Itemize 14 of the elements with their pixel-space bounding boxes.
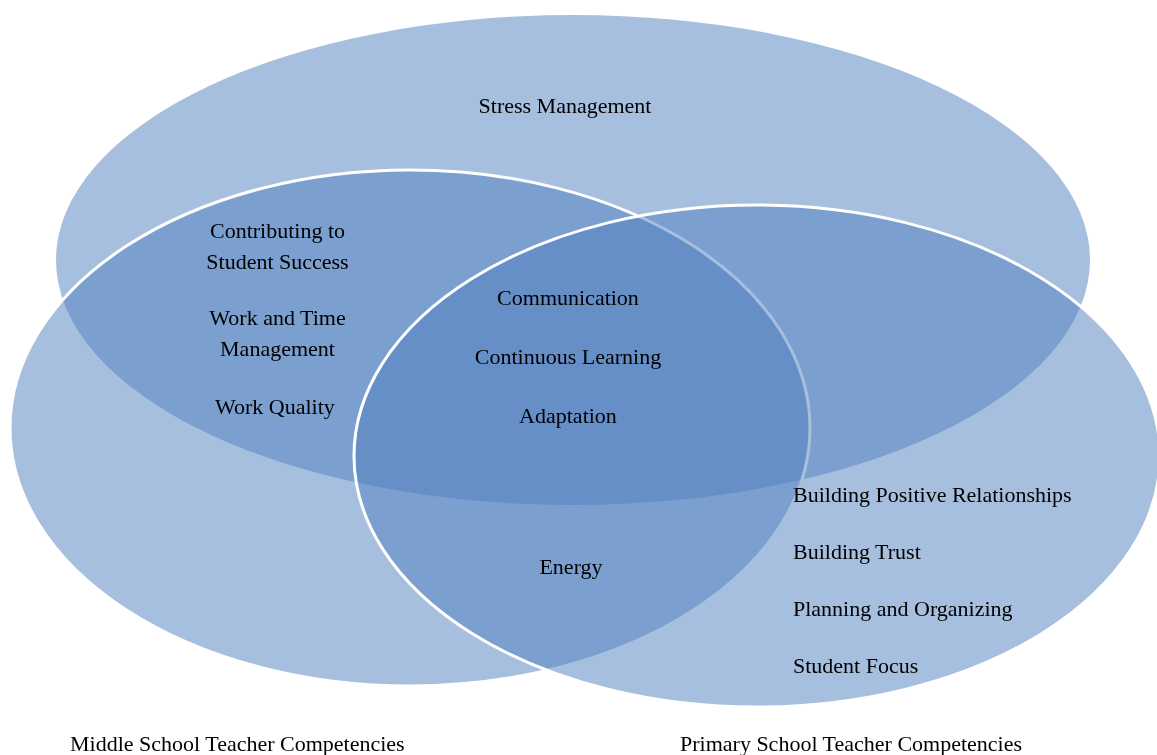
competency-label: Planning and Organizing bbox=[793, 595, 1013, 623]
competency-label: Communication bbox=[496, 284, 640, 312]
competency-label: Student Focus bbox=[793, 652, 919, 680]
competency-label: Building Trust bbox=[793, 538, 921, 566]
competency-label: Stress Management bbox=[477, 92, 653, 120]
competency-label: Adaptation bbox=[518, 402, 618, 430]
competency-label: Work Quality bbox=[215, 393, 335, 421]
competency-label: Continuous Learning bbox=[473, 343, 663, 371]
competency-label: Energy bbox=[538, 553, 604, 581]
competency-label: Work and Time Management bbox=[208, 304, 347, 363]
competency-label: Contributing to Student Success bbox=[205, 217, 350, 276]
competency-label: Primary School Teacher Competencies bbox=[680, 730, 1022, 755]
competency-label: Middle School Teacher Competencies bbox=[70, 730, 405, 755]
competency-label: Building Positive Relationships bbox=[793, 481, 1072, 509]
